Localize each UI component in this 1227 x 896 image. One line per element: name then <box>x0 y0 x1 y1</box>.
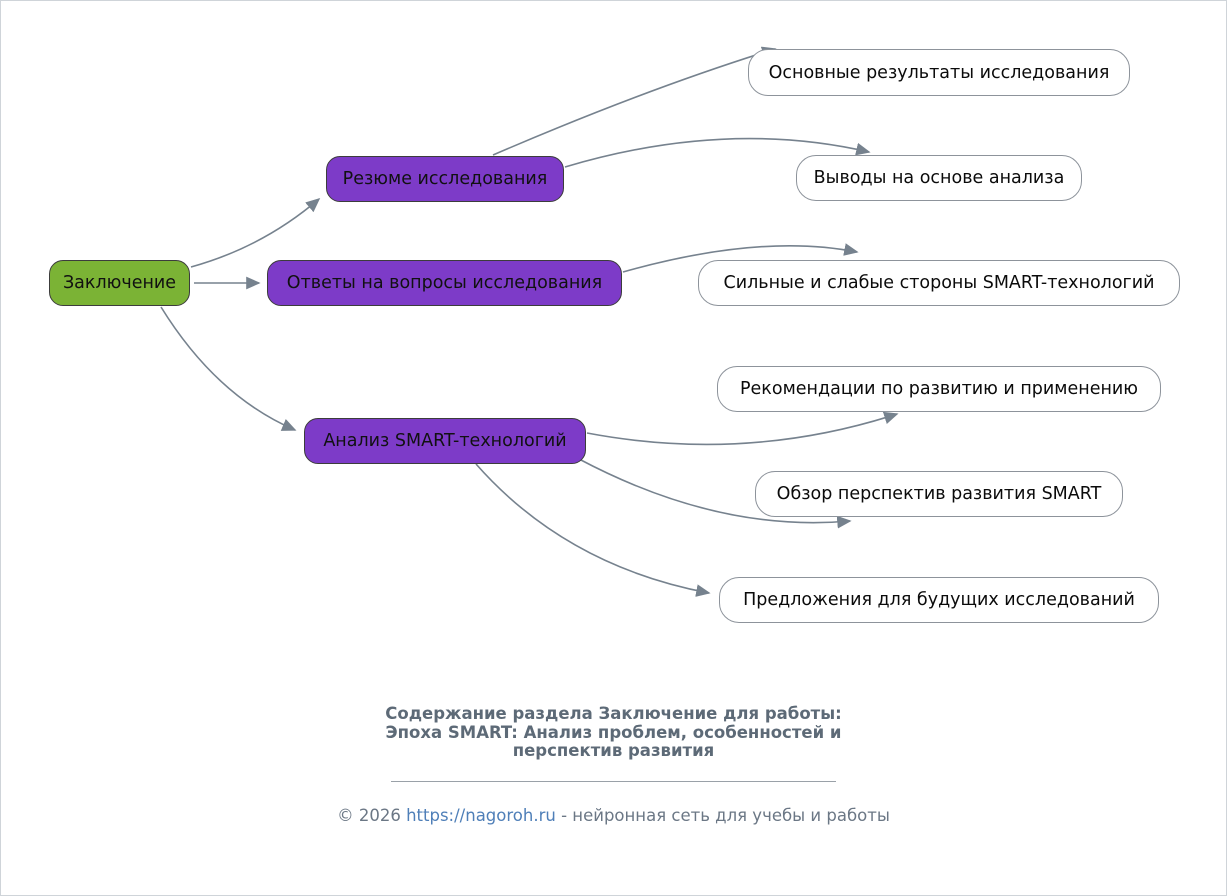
node-otvety-na-voprosy: Ответы на вопросы исследования <box>267 260 622 306</box>
node-obzor-perspektiv: Обзор перспектив развития SMART <box>755 471 1123 517</box>
footer-divider <box>391 780 836 782</box>
footer-title-line2: Эпоха SMART: Анализ проблем, особенносте… <box>385 722 842 742</box>
node-zaklyuchenie: Заключение <box>49 260 190 306</box>
edge-rezyume-to-osnovnye <box>492 46 777 156</box>
edge-root-to-analiz <box>160 306 297 431</box>
footer-title-line1: Содержание раздела Заключение для работы… <box>385 704 842 723</box>
copyright-line: © 2026 https://nagoroh.ru - нейронная се… <box>1 806 1226 825</box>
node-analiz-smart: Анализ SMART-технологий <box>304 418 586 464</box>
edge-analiz-to-predlozheniya <box>475 463 711 597</box>
node-rezyume-issledovaniya: Резюме исследования <box>326 156 564 202</box>
site-link[interactable]: https://nagoroh.ru <box>406 805 556 825</box>
edge-root-to-rezyume <box>190 197 321 268</box>
footer-title-line3: перспектив развития <box>512 741 715 760</box>
footer: Содержание раздела Заключение для работы… <box>1 704 1226 825</box>
node-silnye-i-slabye-storony: Сильные и слабые стороны SMART-технологи… <box>698 260 1180 306</box>
edge-analiz-to-rekomendatsii <box>586 411 899 446</box>
node-vyvody-na-osnove-analiza: Выводы на основе анализа <box>796 155 1082 201</box>
copyright-prefix: © 2026 <box>337 805 407 825</box>
node-osnovnye-rezultaty: Основные результаты исследования <box>748 49 1130 96</box>
node-rekomendatsii-po-razvitiyu: Рекомендации по развитию и применению <box>717 366 1161 412</box>
node-predlozheniya-dlya-budushchikh: Предложения для будущих исследований <box>719 577 1159 623</box>
copyright-suffix: - нейронная сеть для учебы и работы <box>555 805 890 825</box>
